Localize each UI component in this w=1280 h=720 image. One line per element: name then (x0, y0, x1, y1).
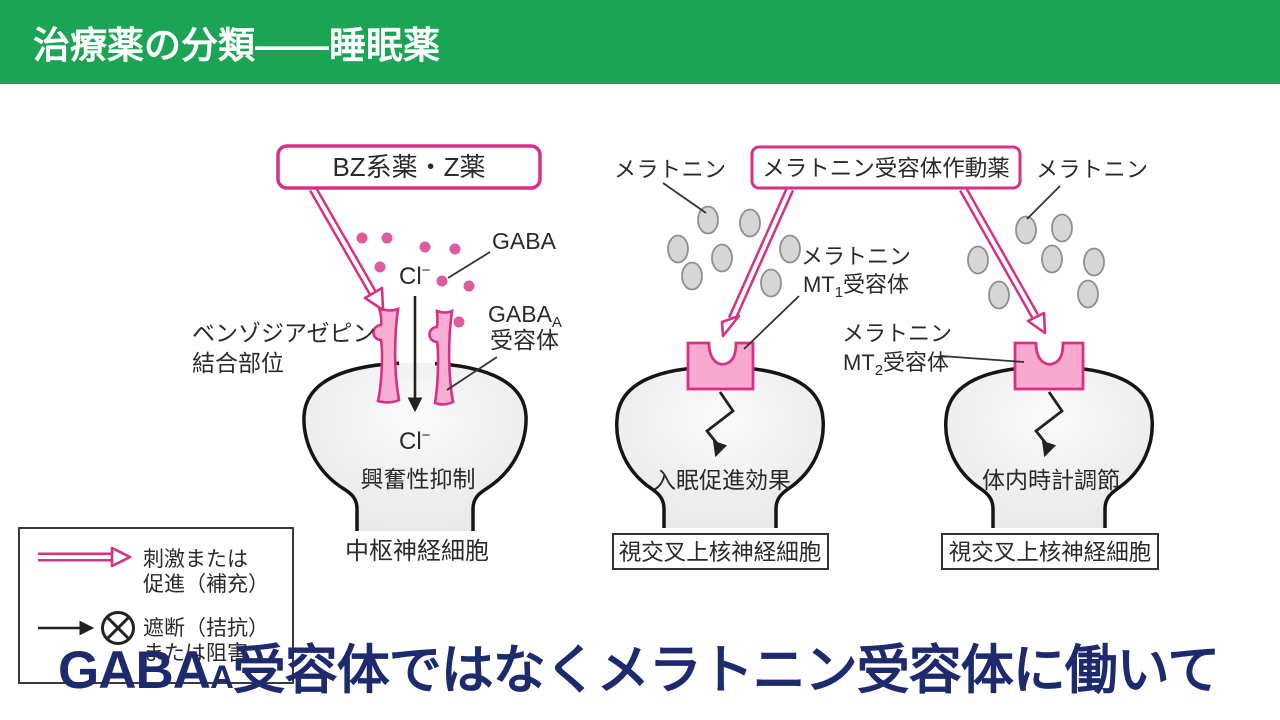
sleep-onset-effect-label: 入眠促進効果 (653, 467, 791, 493)
legend-box: 刺激または 促進（補充） 遮断（拮抗） または阻害 (18, 527, 294, 684)
legend-stimulate-label-line1: 刺激または (143, 548, 248, 571)
cl-ion-label-top: Cl− (399, 262, 431, 290)
scn-name-right: 視交叉上核神経細胞 (949, 540, 1152, 565)
chloride-channel-opening (399, 348, 435, 378)
scn-neuron-cell-left (615, 365, 825, 528)
legend-block-icon (101, 611, 135, 645)
mt2-receptor-label-line2: MT2受容体 (843, 350, 949, 379)
excitatory-inhibition-label: 興奮性抑制 (361, 466, 476, 492)
scn-name-box-left: 視交叉上核神経細胞 (612, 533, 829, 570)
scn-name-box-right: 視交叉上核神経細胞 (941, 533, 1159, 570)
mt1-receptor-label-line1: メラトニン (801, 244, 911, 269)
signal-zigzag-left (705, 391, 735, 458)
caption-gaba-subscript: A (210, 658, 234, 695)
mt2-receptor-label-line1: メラトニン (842, 321, 952, 346)
bz-drug-box-label: BZ系薬・Z薬 (332, 152, 485, 182)
mt1-receptor (686, 341, 755, 391)
benzodiazepine-binding-site-line2: 結合部位 (192, 350, 284, 376)
cl-ion-label-inner: Cl− (399, 427, 431, 455)
bz-drug-box: BZ系薬・Z薬 (276, 144, 542, 190)
agonist-action-arrow-left (720, 187, 795, 338)
bz-drug-action-arrow (309, 186, 385, 312)
label-pointer-lines (446, 182, 1061, 391)
melatonin-label-right: メラトニン (1036, 157, 1149, 182)
gaba-molecule-dots (356, 232, 475, 328)
central-neuron-label: 中枢神経細胞 (345, 538, 489, 565)
gabaa-receptor-label-line1: GABAA (488, 301, 562, 331)
legend-block-label-line1: 遮断（拮抗） (143, 617, 269, 640)
melatonin-molecules-right (967, 213, 1105, 310)
subtitle-caption: GABAA受容体ではなくメラトニン受容体に働いて (58, 641, 1220, 702)
legend-block-label-line2: または阻害 (143, 642, 248, 665)
legend-stimulate-arrow (38, 546, 132, 568)
agonist-action-arrow-right (959, 186, 1047, 335)
page-title: 治療薬の分類――睡眠薬 (33, 25, 440, 66)
scn-neuron-cell-right (944, 365, 1154, 528)
scn-name-left: 視交叉上核神経細胞 (619, 540, 822, 565)
melatonin-label-left: メラトニン (614, 157, 727, 182)
gabaa-receptor-left-subunit (372, 305, 401, 404)
mt2-receptor (1013, 341, 1085, 391)
mt1-receptor-label-line2: MT1受容体 (803, 272, 909, 301)
benzodiazepine-binding-site-line1: ベンゾジアゼピン (192, 320, 376, 346)
gabaa-receptor-right-subunit (428, 308, 455, 406)
gabaa-receptor-label-line2: 受容体 (490, 327, 559, 353)
legend-stimulate-label-line2: 促進（補充） (143, 573, 269, 596)
caption-gaba: GABA (58, 641, 211, 700)
melatonin-agonist-box: メラトニン受容体作動薬 (750, 145, 1022, 190)
caption-rest: 受容体ではなくメラトニン受容体に働いて (232, 641, 1220, 700)
body-clock-effect-label: 体内時計調節 (982, 467, 1120, 493)
header-bar: 治療薬の分類――睡眠薬 (0, 0, 1280, 84)
melatonin-molecules-left (667, 205, 801, 298)
melatonin-agonist-box-label: メラトニン受容体作動薬 (762, 156, 1010, 181)
gaba-label: GABA (492, 228, 557, 254)
signal-zigzag-right (1034, 391, 1064, 458)
